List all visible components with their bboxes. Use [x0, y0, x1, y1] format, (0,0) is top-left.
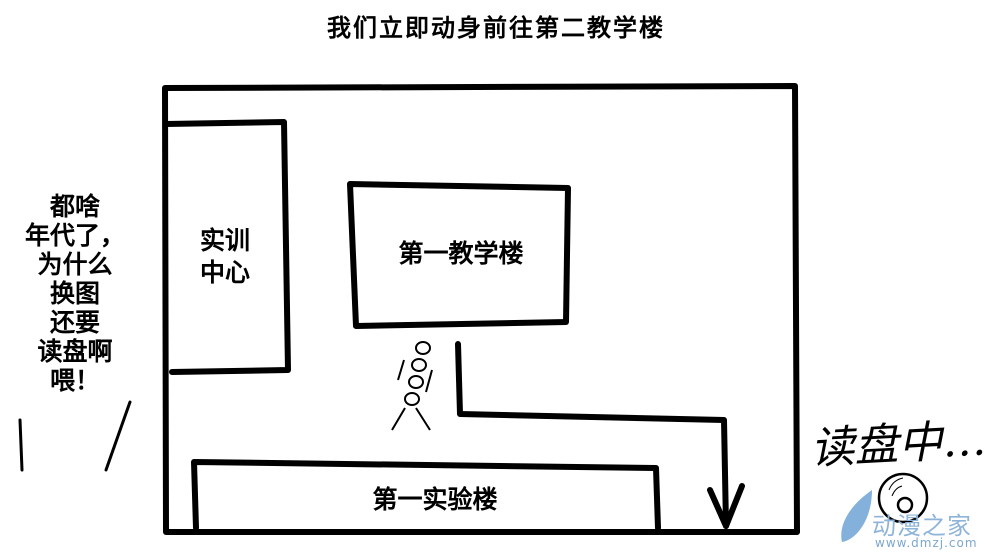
loading-disc-icon: [877, 472, 929, 524]
speech-line: 喂！: [49, 366, 100, 395]
loading-text: 读盘中…: [809, 414, 988, 475]
route-arrow: [455, 341, 729, 529]
speech-line: 读盘啊: [37, 337, 113, 366]
panel-title: 我们立即动身前往第二教学楼: [327, 14, 665, 42]
speech-line: 换图: [49, 279, 100, 308]
label-line: 实训: [199, 226, 250, 255]
training-center-label: 实训 中心: [180, 225, 270, 289]
watermark-url: www.dmzj.com: [875, 536, 978, 550]
teaching-building-label: 第一教学楼: [398, 239, 524, 268]
training-center-box: [163, 119, 291, 375]
watermark-name: 动漫之家: [872, 512, 972, 540]
teaching-building-box: [347, 181, 571, 329]
lab-building-label: 第一实验楼: [372, 485, 498, 514]
watermark-logo-icon: [841, 490, 872, 542]
speech-text: 都啥 年代了， 为什么 换图 还要 读盘啊 喂！: [10, 192, 140, 395]
speech-line: 年代了，: [24, 221, 125, 250]
lab-building-box: [191, 459, 661, 531]
campus-outline: [162, 83, 800, 535]
route-arrowhead: [707, 483, 745, 529]
speech-line: 还要: [49, 308, 100, 337]
walking-people-icon: [391, 341, 433, 431]
label-line: 中心: [199, 258, 250, 287]
speech-line: 为什么: [37, 250, 113, 279]
speech-line: 都啥: [49, 192, 100, 221]
